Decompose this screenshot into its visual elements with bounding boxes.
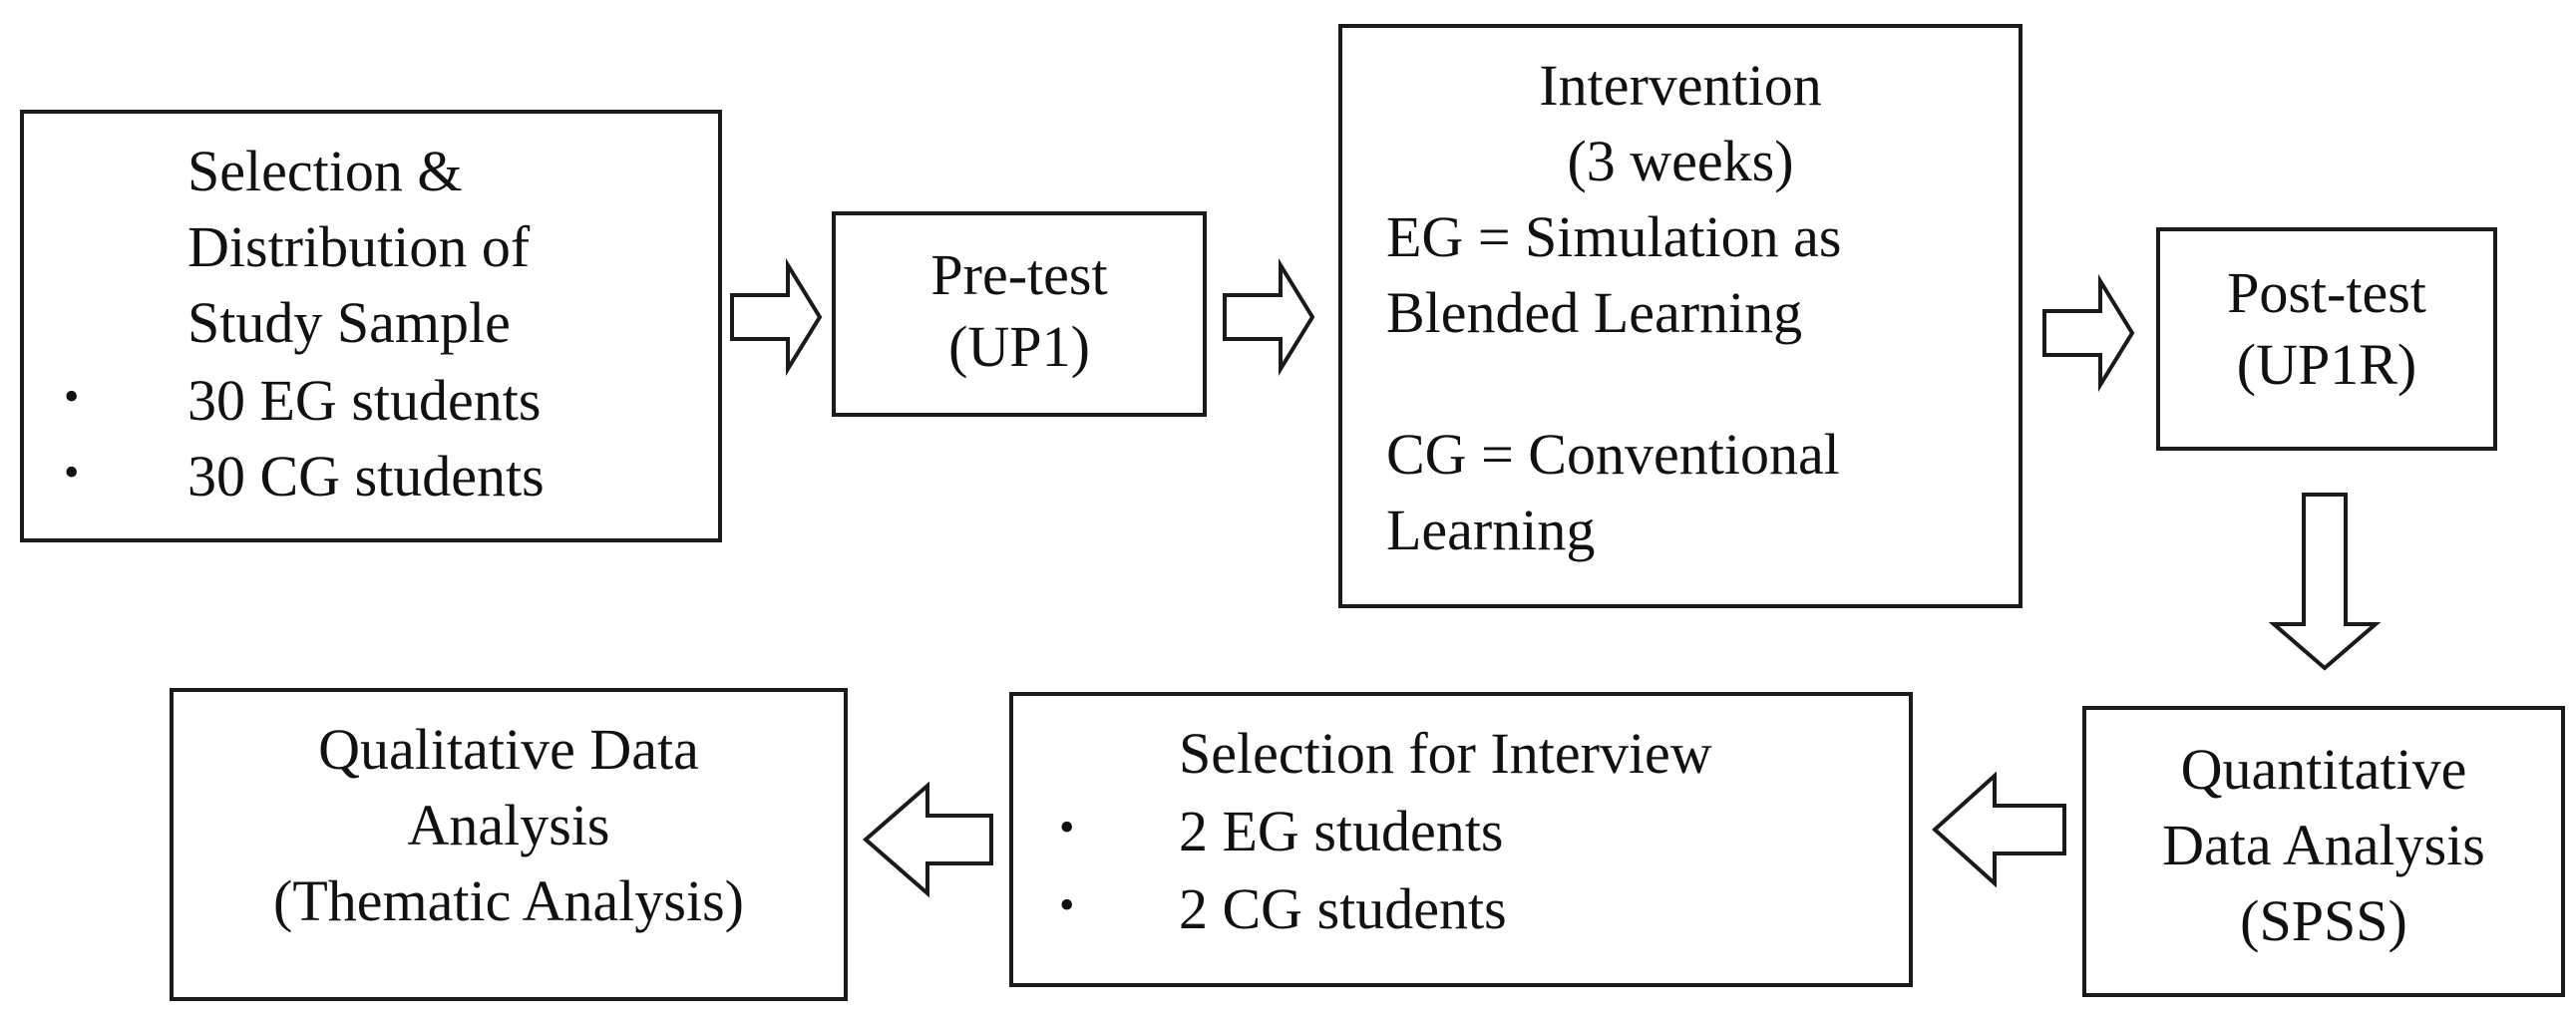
arrow-right-2-icon (1223, 257, 1315, 377)
intervention-title: Intervention (1539, 53, 1822, 118)
intervention-box (1338, 24, 2023, 608)
qualitative-line-2: Analysis (407, 793, 610, 857)
posttest-line-2: (UP1R) (2236, 332, 2417, 397)
pretest-line-2: (UP1) (948, 314, 1090, 379)
selection-title-line-3: Study Sample (187, 290, 511, 355)
posttest-box (2156, 227, 2497, 451)
pretest-line-1: Pre-test (930, 242, 1108, 307)
interview-selection-box (1009, 692, 1913, 987)
pretest-box (832, 211, 1207, 417)
quantitative-line-1: Quantitative (2180, 737, 2467, 802)
interview-bullet-1: 2 EG students (1179, 799, 1504, 863)
interview-title: Selection for Interview (1179, 721, 1712, 786)
interview-bullet-dot-1: • (1059, 803, 1075, 851)
selection-distribution-box (20, 110, 722, 542)
intervention-eg-line-2: Blended Learning (1386, 280, 1803, 345)
quantitative-analysis-box (2082, 706, 2565, 997)
qualitative-analysis-box (170, 688, 848, 1001)
arrow-right-3-icon (2042, 273, 2135, 393)
qualitative-line-1: Qualitative Data (318, 717, 699, 782)
posttest-line-1: Post-test (2227, 260, 2426, 325)
arrow-left-1-icon (1932, 771, 2066, 888)
arrow-down-icon (2268, 493, 2382, 671)
selection-bullet-2: 30 CG students (187, 444, 545, 509)
selection-bullet-dot-2: • (64, 448, 80, 497)
selection-bullet-1: 30 EG students (187, 368, 542, 433)
intervention-eg-line-1: EG = Simulation as (1386, 204, 1842, 269)
selection-bullet-dot-1: • (64, 372, 80, 421)
quantitative-line-2: Data Analysis (2162, 813, 2485, 877)
quantitative-line-3: (SPSS) (2240, 888, 2407, 953)
arrow-left-2-icon (862, 781, 993, 898)
qualitative-line-3: (Thematic Analysis) (273, 868, 744, 933)
interview-bullet-dot-2: • (1059, 880, 1075, 929)
selection-title-line-2: Distribution of (187, 214, 531, 279)
arrow-right-1-icon (730, 257, 823, 377)
intervention-cg-line-2: Learning (1386, 498, 1596, 562)
selection-title-line-1: Selection & (187, 139, 463, 203)
intervention-duration: (3 weeks) (1567, 129, 1794, 193)
interview-bullet-2: 2 CG students (1179, 876, 1507, 941)
intervention-cg-line-1: CG = Conventional (1386, 422, 1840, 487)
